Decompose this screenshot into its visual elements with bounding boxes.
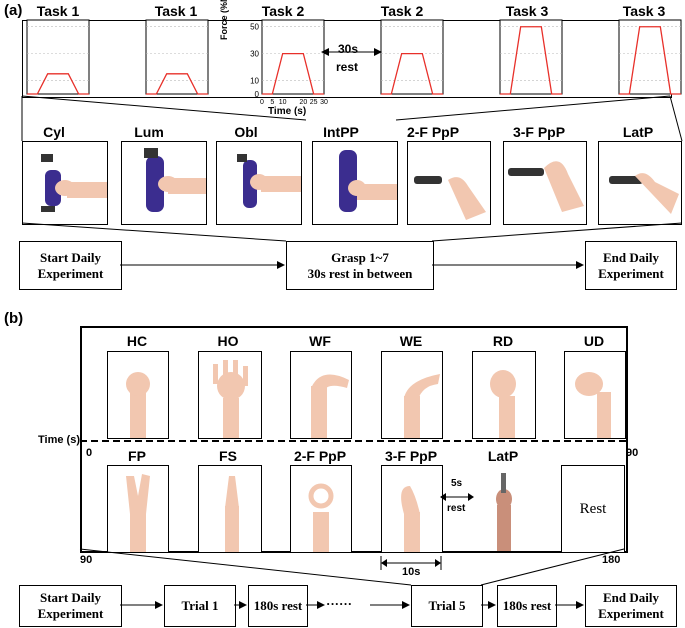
panel-b-label: (b) [4, 310, 24, 327]
flow-a-grasp-box: Grasp 1~7 30s rest in between [286, 241, 434, 290]
rest-label-rest: rest [336, 60, 359, 74]
flow-b-start: Start Daily Experiment [19, 585, 122, 627]
duration-label: 10s [402, 566, 421, 578]
y-tick-label: 0 [255, 90, 260, 99]
time-tick-90-right: 90 [626, 447, 639, 459]
task-plot-box [380, 19, 444, 95]
flow-b-rest2: 180s rest [497, 585, 557, 627]
gesture-title-rd: RD [492, 333, 514, 349]
task-plot-box [618, 19, 682, 95]
grasp-photo-2f-ppp [407, 141, 491, 225]
rest-box: Rest [561, 465, 625, 553]
gesture-title-we: WE [399, 333, 423, 349]
grasp-photo-lum [121, 141, 207, 225]
flow-b-rest1: 180s rest [248, 585, 308, 627]
task-force-trace [262, 52, 324, 95]
grasp-photo-intpp [312, 141, 398, 225]
gesture-title-hc: HC [126, 333, 148, 349]
flow-b-trial1: Trial 1 [164, 585, 236, 627]
time-axis-label-b: Time (s) [38, 434, 80, 446]
flow-a-start: Start Daily Experiment [19, 241, 122, 290]
y-tick-label: 10 [250, 77, 259, 86]
time-axis-label: Time (s) [268, 106, 307, 117]
grasp-photo-cyl [22, 141, 108, 225]
x-tick-label: 30 [320, 99, 328, 106]
task-force-trace [500, 26, 562, 95]
y-tick-label: 30 [250, 50, 259, 59]
gap-label-rest: rest [447, 503, 466, 514]
task-force-trace [381, 52, 443, 95]
time-tick-90-left: 90 [80, 554, 93, 566]
task-title-4: Task 2 [380, 3, 424, 19]
grasp-title-3f-ppp: 3-F PpP [512, 124, 566, 140]
gesture-photo-3f-ppp-b [381, 465, 443, 553]
task-title-1: Task 1 [36, 3, 80, 19]
task-title-5: Task 3 [505, 3, 549, 19]
grasp-photo-obl [216, 141, 302, 225]
gesture-photo-ho [198, 351, 262, 439]
grasp-photo-3f-ppp [503, 141, 587, 225]
time-tick-180: 180 [602, 554, 621, 566]
task-force-trace [27, 73, 89, 95]
gesture-photo-we [381, 351, 443, 439]
flow-b-trial5: Trial 5 [411, 585, 483, 627]
time-tick-0: 0 [86, 447, 93, 459]
grasp-title-intpp: IntPP [323, 124, 359, 140]
flow-b-end: End Daily Experiment [585, 585, 677, 627]
x-tick-label: 0 [260, 99, 264, 106]
gap-arrow [440, 493, 474, 501]
gap-label-5s: 5s [451, 478, 463, 489]
panel-a-label: (a) [4, 2, 23, 19]
task-plot-box [261, 19, 325, 95]
gesture-photo-fp [107, 465, 169, 553]
gesture-title-3f-ppp: 3-F PpP [384, 448, 438, 464]
task-plot-box [26, 19, 90, 95]
gesture-photo-fs [198, 465, 262, 553]
gesture-photo-wf [290, 351, 352, 439]
gesture-title-latp: LatP [487, 448, 519, 464]
task-plot-box [145, 19, 209, 95]
grasp-photo-latp [598, 141, 682, 225]
grasp-title-lum: Lum [134, 124, 164, 140]
gesture-title-fs: FS [219, 448, 237, 464]
gesture-photo-2f-ppp-b [290, 465, 352, 553]
task-title-2: Task 1 [154, 3, 198, 19]
grasp-title-cyl: Cyl [43, 124, 65, 140]
task-title-6: Task 3 [622, 3, 666, 19]
x-tick-label: 25 [310, 99, 318, 106]
grasp-title-obl: Obl [234, 124, 258, 140]
task-plot-box [499, 19, 563, 95]
gesture-photo-hc [107, 351, 169, 439]
gesture-title-fp: FP [128, 448, 146, 464]
gesture-title-ud: UD [583, 333, 605, 349]
gesture-photo-latp-b [489, 465, 519, 551]
x-tick-label: 20 [299, 99, 307, 106]
grasp-title-2f-ppp: 2-F PpP [406, 124, 460, 140]
x-tick-label: 10 [279, 99, 287, 106]
time-axis-dashed-line [80, 440, 626, 442]
task-force-trace [619, 26, 681, 95]
gesture-title-2f-ppp: 2-F PpP [293, 448, 347, 464]
gesture-photo-ud [564, 351, 626, 439]
gesture-photo-rd [472, 351, 536, 439]
force-axis-label: Force (%MVC) [219, 0, 229, 40]
y-tick-label: 50 [250, 23, 259, 32]
gesture-title-ho: HO [217, 333, 239, 349]
task-title-3: Task 2 [261, 3, 305, 19]
task-force-trace [146, 73, 208, 95]
grasp-title-latp: LatP [622, 124, 654, 140]
rest-label-30s: 30s [338, 42, 359, 56]
flow-a-end: End Daily Experiment [585, 241, 677, 290]
gesture-title-wf: WF [309, 333, 331, 349]
x-tick-label: 5 [270, 99, 274, 106]
flow-b-dots: ······ [326, 596, 353, 611]
